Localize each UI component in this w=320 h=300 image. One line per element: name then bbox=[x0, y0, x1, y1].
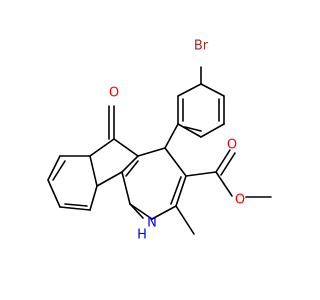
bond bbox=[184, 126, 202, 132]
ketone-oxygen-label: O bbox=[109, 86, 119, 101]
ester-ether-oxygen-label: O bbox=[235, 193, 245, 208]
bromine-label: Br bbox=[194, 39, 209, 54]
bond bbox=[129, 203, 144, 219]
bond bbox=[137, 147, 166, 157]
bond bbox=[164, 123, 179, 149]
bond bbox=[59, 206, 91, 211]
bond bbox=[64, 203, 88, 207]
bond bbox=[121, 171, 131, 205]
bond bbox=[185, 171, 217, 177]
atom-labels: Br O O O N H bbox=[109, 39, 245, 243]
bond bbox=[215, 149, 231, 173]
bond bbox=[175, 205, 195, 235]
bond bbox=[89, 185, 98, 211]
bond bbox=[151, 205, 177, 220]
bond bbox=[177, 83, 202, 97]
bond bbox=[89, 138, 115, 157]
bond bbox=[129, 203, 153, 220]
bond bbox=[121, 155, 139, 173]
bond bbox=[200, 83, 225, 97]
structure-diagram: Br O O O N H bbox=[47, 38, 272, 243]
bond bbox=[52, 160, 66, 181]
nitrogen-label: N bbox=[147, 216, 157, 231]
bond bbox=[177, 123, 202, 138]
nitrogen-hydrogen-label: H bbox=[137, 228, 147, 243]
bond bbox=[200, 123, 225, 138]
bond bbox=[96, 171, 123, 187]
bond bbox=[215, 171, 233, 197]
bond bbox=[220, 152, 236, 176]
bond bbox=[125, 160, 139, 177]
bond bbox=[47, 179, 61, 208]
molecule-drawing: Br O O O N H bbox=[47, 39, 272, 243]
bond bbox=[47, 155, 61, 181]
bond bbox=[113, 138, 139, 157]
bond bbox=[170, 176, 182, 205]
ester-carbonyl-oxygen-label: O bbox=[227, 138, 237, 153]
bond bbox=[89, 155, 98, 187]
bond bbox=[164, 147, 187, 177]
bond bbox=[175, 175, 187, 207]
bonds bbox=[47, 66, 272, 235]
